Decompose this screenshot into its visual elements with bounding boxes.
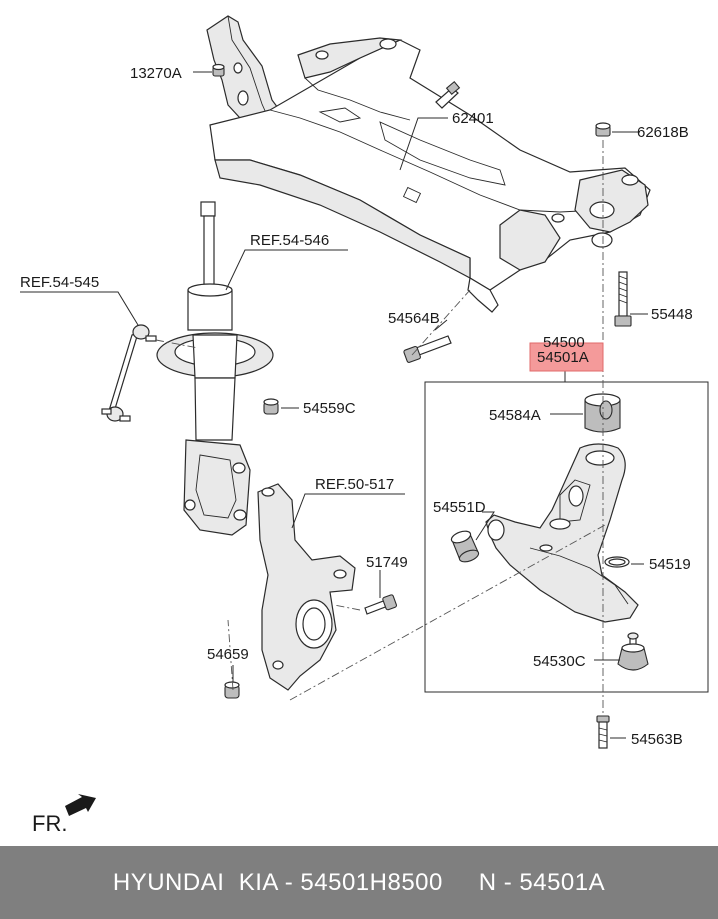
ring-54519-icon — [604, 556, 630, 568]
label-62401: 62401 — [452, 110, 494, 127]
footer-text: HYUNDAI KIA - 54501H8500 N - 54501A — [112, 868, 606, 896]
lower-arm-assembly-box — [424, 381, 709, 693]
label-54519: 54519 — [649, 556, 691, 573]
label-54501A: 54501A — [537, 349, 589, 366]
label-51749: 51749 — [366, 554, 408, 571]
bushing-54584A-icon — [584, 393, 621, 433]
stabilizer-link-drawing — [101, 324, 157, 422]
nut-54559C-icon — [263, 398, 279, 415]
subframe-drawing — [206, 15, 651, 313]
label-54564B: 54564B — [388, 310, 440, 327]
part-number-footer: HYUNDAI KIA - 54501H8500 N - 54501A — [0, 846, 718, 919]
label-ref-50-517: REF.50-517 — [315, 476, 394, 493]
label-54530C: 54530C — [533, 653, 586, 670]
bolt-54563B-icon — [596, 715, 610, 749]
label-ref-54-546: REF.54-546 — [250, 232, 329, 249]
label-62618B: 62618B — [637, 124, 689, 141]
bolt-51749-icon — [364, 594, 398, 615]
label-54500: 54500 — [543, 334, 585, 351]
part-54501A-highlight — [529, 342, 604, 372]
label-ref-54-545: REF.54-545 — [20, 274, 99, 291]
nut-54659-icon — [224, 681, 240, 699]
label-54563B: 54563B — [631, 731, 683, 748]
front-direction-arrow-icon — [65, 794, 96, 816]
parts-diagram: 13270A 62401 62618B REF.54-546 REF.54-54… — [20, 15, 709, 836]
leader-lines — [20, 71, 648, 739]
nut-13270A-icon — [212, 63, 225, 77]
nut-62618B-icon — [595, 122, 611, 137]
label-55448: 55448 — [651, 306, 693, 323]
lower-control-arm-drawing — [485, 443, 639, 623]
strut-assembly-drawing — [156, 201, 274, 536]
label-fr: FR. — [32, 811, 67, 836]
label-54551D: 54551D — [433, 499, 486, 516]
ball-joint-54530C-icon — [617, 632, 649, 671]
bushing-54551D-icon — [450, 530, 480, 563]
label-13270A: 13270A — [130, 65, 182, 82]
label-54559C: 54559C — [303, 400, 356, 417]
assembly-centerlines — [155, 140, 606, 715]
bolt-55448-icon — [614, 271, 632, 327]
label-54659: 54659 — [207, 646, 249, 663]
steering-knuckle-drawing — [257, 483, 356, 691]
label-54584A: 54584A — [489, 407, 541, 424]
bolt-54564B-icon — [403, 335, 452, 363]
